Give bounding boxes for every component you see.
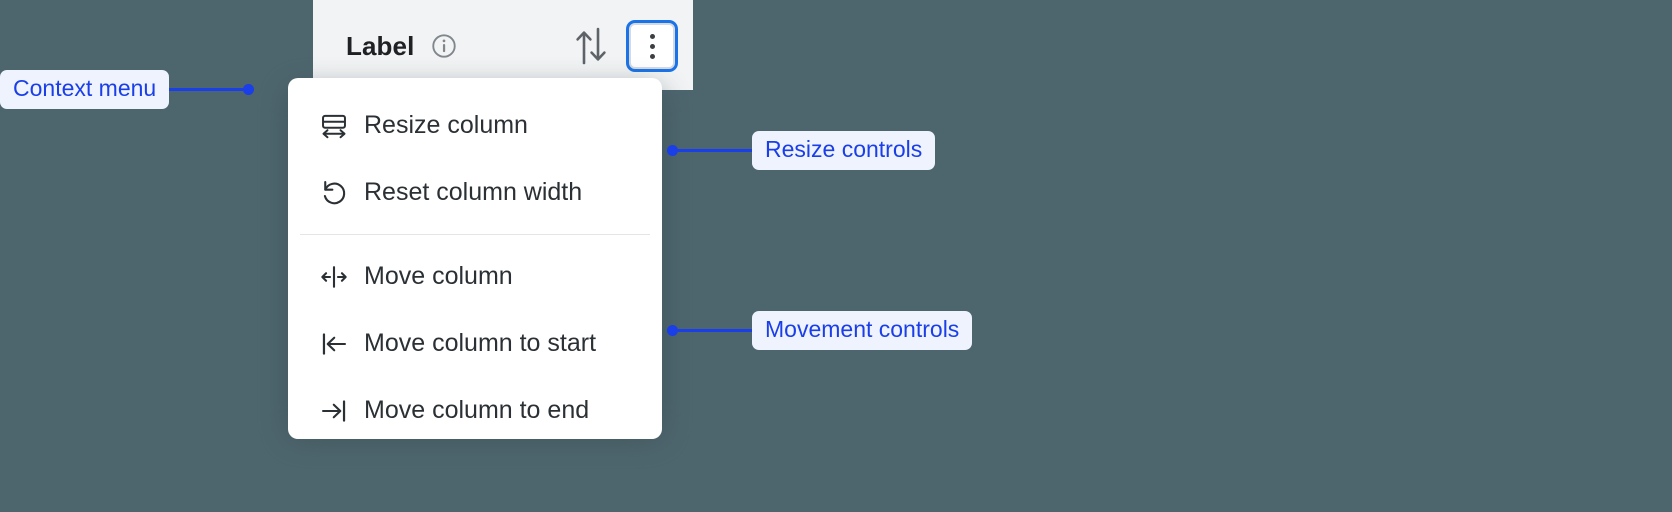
annotation-leader-line	[678, 329, 752, 332]
annotation-label: Movement controls	[752, 311, 973, 350]
annotation-leader-line	[678, 149, 752, 152]
info-circle-icon[interactable]	[430, 20, 458, 60]
menu-item-label: Reset column width	[364, 178, 583, 206]
menu-item-move-column-to-start[interactable]: Move column to start	[288, 310, 662, 377]
annotation-resize-controls: Resize controls	[667, 131, 936, 170]
resize-column-icon	[320, 112, 348, 140]
menu-item-label: Resize column	[364, 111, 528, 139]
annotation-label: Context menu	[0, 70, 170, 109]
annotation-movement-controls: Movement controls	[667, 311, 973, 350]
menu-item-move-column-to-end[interactable]: Move column to end	[288, 377, 662, 444]
menu-item-move-column[interactable]: Move column	[288, 243, 662, 310]
move-to-start-icon	[320, 330, 348, 358]
menu-item-label: Move column to end	[364, 396, 590, 424]
menu-item-label: Move column	[364, 262, 513, 290]
move-to-end-icon	[320, 397, 348, 425]
page-title: Label	[346, 31, 415, 61]
annotation-leader-line	[169, 88, 244, 91]
context-menu: Resize column Reset column width Move co…	[288, 78, 662, 439]
sort-arrows-icon[interactable]	[571, 13, 611, 67]
menu-item-resize-column[interactable]: Resize column	[288, 92, 662, 159]
annotation-anchor-dot	[667, 325, 678, 336]
kebab-menu-icon-dot-3	[649, 53, 655, 59]
move-column-icon	[320, 263, 348, 291]
annotation-label: Resize controls	[752, 131, 936, 170]
menu-item-reset-column-width[interactable]: Reset column width	[288, 159, 662, 226]
annotation-anchor-dot	[667, 145, 678, 156]
column-header: Label	[313, 0, 693, 90]
annotation-context-menu: Context menu	[0, 70, 255, 109]
kebab-menu-icon-dot-2	[649, 43, 655, 49]
reset-width-icon	[320, 179, 348, 207]
menu-divider	[300, 234, 650, 235]
annotation-anchor-dot	[243, 84, 255, 95]
menu-item-label: Move column to start	[364, 329, 597, 357]
kebab-menu-icon	[649, 33, 655, 39]
column-menu-button[interactable]	[629, 23, 675, 69]
